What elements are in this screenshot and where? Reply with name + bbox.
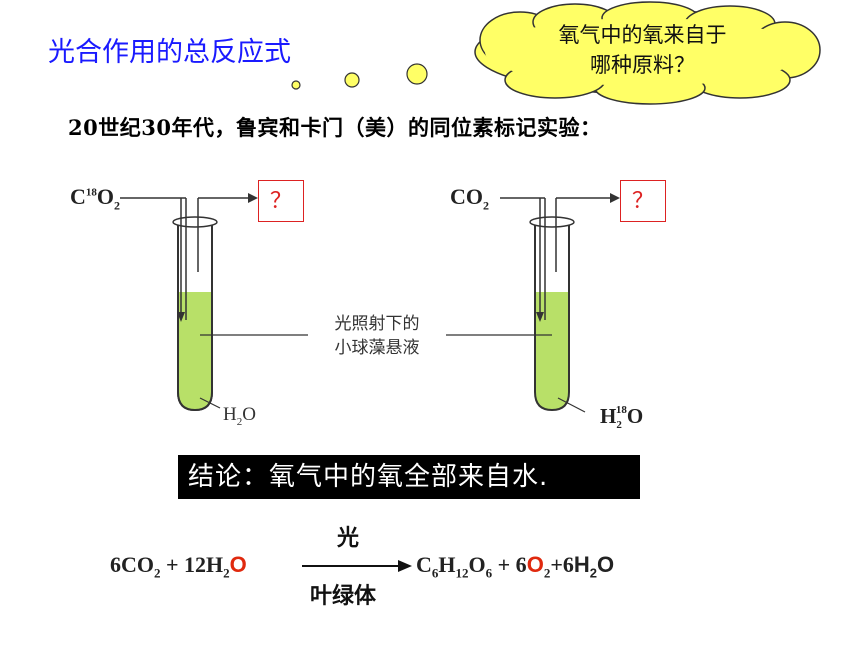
bubble-dot-large: [406, 63, 428, 85]
algae-suspension-label: 光照射下的 小球藻悬液: [334, 314, 420, 358]
bubble-dot-medium: [344, 72, 360, 88]
experiment-subtitle: 20世纪30年代，鲁宾和卡门（美）的同位素标记实验：: [68, 115, 602, 140]
left-gas-label: C18O2: [70, 184, 121, 213]
condition-chloroplast: 叶绿体: [310, 584, 377, 609]
left-test-tube: [120, 193, 258, 412]
bubble-line-1: 氧气中的氧来自于: [558, 23, 727, 47]
equation-products: C6H12O6 + 6O2+6H2O: [416, 552, 615, 581]
page-title: 光合作用的总反应式: [48, 37, 291, 68]
right-water-label: H218O: [600, 404, 644, 432]
right-output-box: ？: [620, 180, 666, 222]
left-output-box: ？: [258, 180, 304, 222]
left-liquid: [178, 292, 212, 410]
bubble-dot-small: [291, 80, 301, 90]
right-test-tube: [500, 193, 620, 413]
bubble-question: 氧气中的氧来自于 哪种原料？: [505, 20, 780, 80]
right-liquid: [535, 292, 569, 410]
left-water-label: H2O: [223, 404, 256, 428]
bubble-line-2: 哪种原料？: [590, 53, 695, 77]
right-gas-label: CO2: [450, 184, 489, 213]
reaction-arrowhead: [398, 560, 412, 572]
equation-reactants: 6CO2 + 12H2O: [110, 552, 247, 581]
condition-light: 光: [337, 526, 360, 551]
conclusion-banner: 结论：氧气中的氧全部来自水.: [178, 455, 640, 499]
